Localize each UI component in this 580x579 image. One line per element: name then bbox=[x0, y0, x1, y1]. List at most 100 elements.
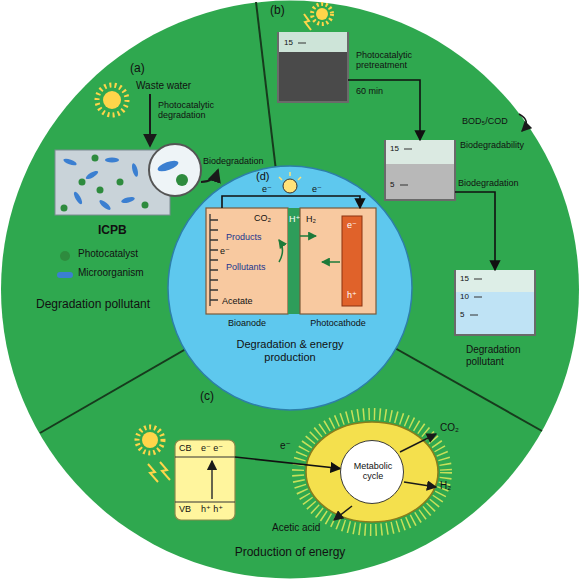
beaker bbox=[404, 149, 412, 150]
icpb-picture bbox=[201, 170, 218, 182]
node-text: 15 bbox=[284, 38, 293, 47]
beaker: 15 bbox=[278, 32, 348, 102]
sun bbox=[316, 8, 328, 20]
beaker bbox=[456, 292, 534, 334]
edge-label: e⁻ bbox=[262, 184, 272, 194]
connector bbox=[455, 192, 495, 270]
cell-panel bbox=[168, 166, 412, 410]
label-text: ICPB bbox=[98, 224, 127, 238]
node-text: Photocathode bbox=[294, 318, 382, 328]
edge-label: e⁻ bbox=[280, 440, 291, 452]
beaker bbox=[279, 52, 347, 101]
node-text: (d) bbox=[256, 170, 269, 183]
icpb-picture bbox=[79, 179, 86, 186]
label-text: e⁻ bbox=[312, 184, 322, 194]
node-text: Bioanode bbox=[206, 318, 288, 328]
connector bbox=[348, 80, 420, 140]
icpb-picture bbox=[142, 202, 149, 209]
label-text: (c) bbox=[200, 390, 214, 404]
label-text: Waste water bbox=[136, 80, 191, 92]
beaker: 15105 bbox=[455, 270, 535, 335]
beaker bbox=[278, 32, 348, 102]
icpb-picture bbox=[121, 196, 136, 204]
node-text: Degradation & energy production bbox=[220, 338, 360, 363]
label-text: e⁻ bbox=[220, 246, 230, 256]
legend-swatch bbox=[60, 251, 70, 261]
cell-panel bbox=[210, 214, 218, 306]
label-text: Biodegradability bbox=[460, 140, 524, 150]
sector-divider bbox=[40, 2, 542, 433]
beaker bbox=[474, 279, 482, 280]
node-text: VB bbox=[179, 504, 191, 514]
bacterium bbox=[298, 414, 446, 530]
beaker bbox=[386, 164, 454, 199]
node-text: e⁻ e⁻ bbox=[201, 443, 223, 453]
node-text: Pollutants bbox=[226, 262, 266, 272]
label-text: Biodegradation bbox=[203, 156, 264, 166]
label-text: 60 min bbox=[356, 86, 383, 96]
semiconductor bbox=[175, 440, 235, 520]
bacterium bbox=[404, 482, 436, 487]
beaker bbox=[455, 270, 535, 335]
label-text: Acetic acid bbox=[272, 522, 320, 534]
icpb-picture bbox=[149, 144, 201, 196]
label-text: Degradation pollutant bbox=[36, 298, 150, 312]
node-text: Acetate bbox=[222, 296, 253, 306]
cell-circle: ProductsPollutantsAcetateBioanode H₂Photo… bbox=[168, 166, 412, 410]
legend-text: Microorganism bbox=[78, 267, 144, 279]
label-text: BOD₅/COD bbox=[462, 116, 508, 126]
label-text: e⁻ bbox=[347, 220, 357, 230]
icpb-picture bbox=[63, 157, 78, 166]
semiconductor-box: CB e⁻ e⁻ VB h⁺ h⁺ bbox=[175, 440, 235, 520]
node-text: 15 bbox=[390, 144, 399, 153]
sun bbox=[103, 91, 121, 109]
cell-panel bbox=[168, 166, 412, 410]
beaker bbox=[298, 43, 306, 44]
semiconductor bbox=[175, 456, 235, 457]
label-text: CO₂ bbox=[254, 213, 271, 223]
label-text: H⁺ bbox=[289, 214, 300, 224]
sun bbox=[148, 464, 158, 482]
sun bbox=[142, 432, 158, 448]
cell-panel bbox=[206, 208, 288, 314]
beaker bbox=[470, 315, 478, 316]
label-text: Photocatalytic degradation bbox=[158, 100, 238, 121]
label-text: Photocatalytic pretreatment bbox=[356, 50, 436, 71]
beaker bbox=[278, 32, 348, 102]
label-text: (b) bbox=[270, 4, 285, 18]
node-text: CB bbox=[179, 443, 192, 453]
cell-panel bbox=[279, 240, 283, 262]
bacterium bbox=[334, 506, 352, 520]
cell-panel bbox=[322, 261, 340, 263]
node-text: Metabolic cycle bbox=[345, 461, 401, 482]
edge-label: Biodegradation bbox=[458, 178, 519, 188]
beaker bbox=[519, 114, 526, 131]
icpb-picture bbox=[176, 174, 188, 186]
flow-arrow bbox=[149, 94, 151, 146]
node-text: 5 bbox=[460, 310, 464, 319]
cell-panel bbox=[288, 208, 300, 314]
icpb-picture bbox=[117, 179, 124, 186]
photocathode-chamber: H₂Photocathode bbox=[300, 208, 376, 314]
sun bbox=[137, 427, 163, 453]
beaker bbox=[400, 185, 408, 186]
connector bbox=[222, 196, 360, 208]
node-text: Products bbox=[226, 232, 262, 242]
beaker bbox=[385, 140, 455, 200]
legend-text: Photocatalyst bbox=[78, 248, 138, 260]
legend-swatch bbox=[57, 272, 73, 278]
sun bbox=[160, 462, 170, 480]
icpb-picture bbox=[63, 157, 140, 211]
semiconductor bbox=[175, 501, 235, 502]
icpb-picture bbox=[98, 199, 112, 212]
node-text: h⁺ h⁺ bbox=[201, 504, 223, 514]
connector bbox=[235, 457, 340, 469]
beaker bbox=[474, 297, 482, 298]
bacterium bbox=[298, 414, 446, 530]
label-text: (a) bbox=[130, 62, 145, 76]
sun bbox=[312, 4, 332, 24]
